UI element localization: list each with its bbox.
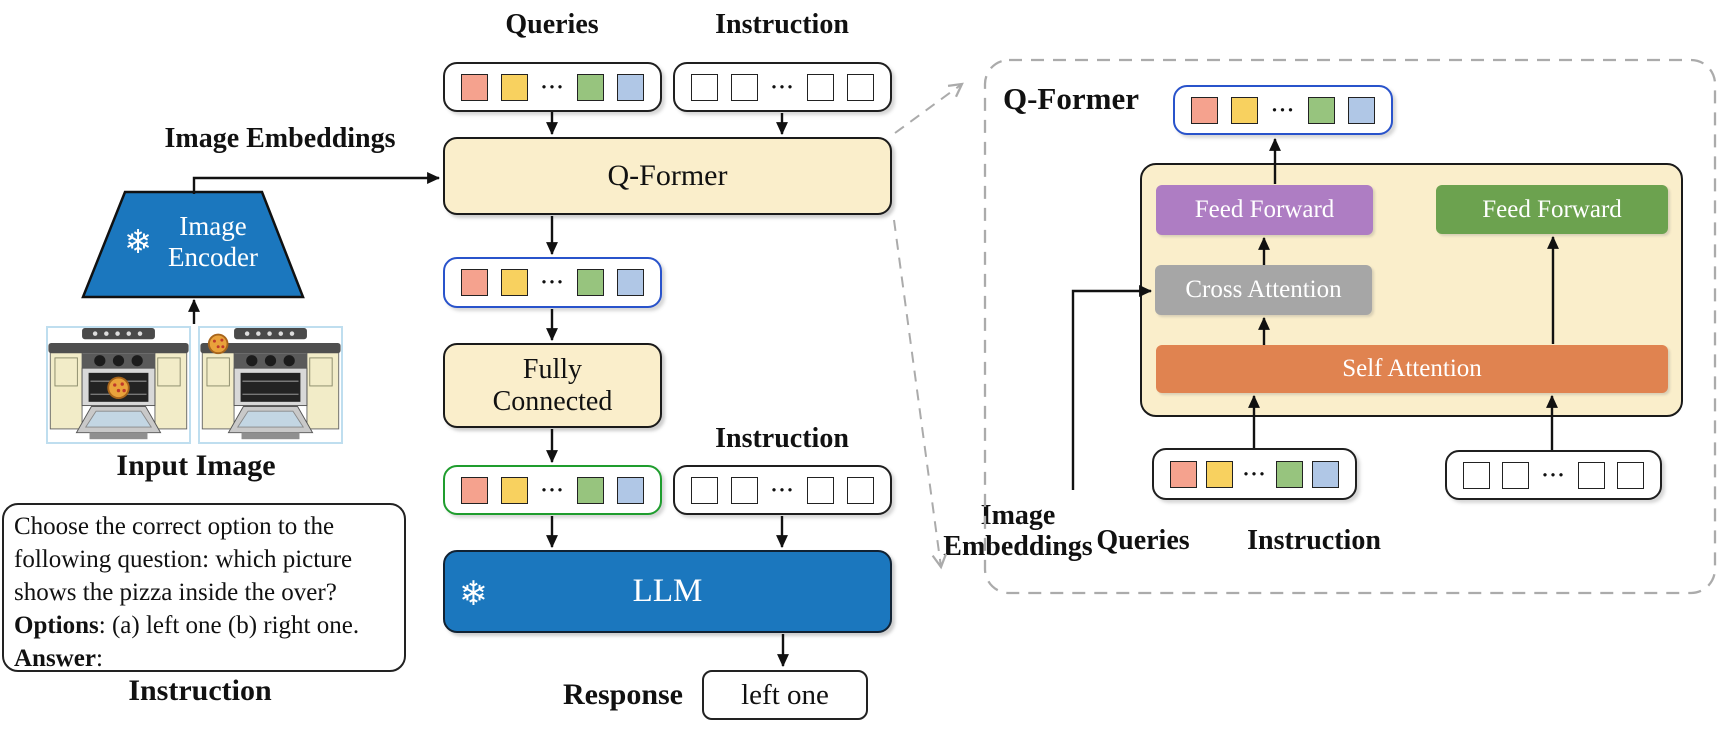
instruction-token — [1616, 461, 1644, 489]
self-attention-label: Self Attention — [1342, 355, 1482, 382]
fully-connected-line2: Connected — [492, 385, 613, 417]
options-text: : (a) left one (b) right one. — [98, 612, 360, 639]
fully-connected-box: Fully Connected — [443, 343, 662, 428]
oven-pizza-inside-illustration — [48, 328, 189, 440]
query-token — [500, 73, 528, 101]
qformer-instruction-token-row: ··· — [1445, 450, 1662, 500]
query-token — [577, 73, 605, 101]
feed-forward-left-label: Feed Forward — [1194, 196, 1335, 223]
cross-attention-box: Cross Attention — [1155, 265, 1372, 315]
instruction-token — [691, 476, 718, 504]
query-token — [500, 269, 528, 296]
instruction-token-row-top: ··· — [673, 62, 892, 112]
query-token — [577, 269, 605, 296]
instruction-line-options: Options: (a) left one (b) right one. — [14, 609, 394, 642]
instruction-token — [1463, 461, 1490, 489]
input-image-label: Input Image — [116, 449, 276, 482]
image-encoder-block: ❄ Image Encoder — [78, 189, 308, 301]
ellipsis: ··· — [540, 477, 565, 502]
instruction-token — [807, 476, 835, 504]
instruction-text-box: Choose the correct option to the followi… — [2, 503, 406, 672]
qformer-box-label: Q-Former — [607, 159, 728, 192]
ellipsis: ··· — [1541, 462, 1566, 487]
instruction-label-mid: Instruction — [715, 423, 849, 454]
feed-forward-left-box: Feed Forward — [1156, 185, 1373, 235]
qformer-panel-title: Q-Former — [1003, 81, 1139, 116]
feed-forward-right-box: Feed Forward — [1436, 185, 1668, 234]
image-embeddings-label-left: Image Embeddings — [164, 123, 396, 154]
image-encoder-line1: Image — [179, 211, 247, 241]
queries-label-top: Queries — [505, 9, 599, 40]
instruction-token-row-mid: ··· — [673, 465, 892, 515]
input-image-right — [198, 326, 343, 444]
instruction-token — [730, 73, 758, 101]
query-token — [577, 476, 605, 504]
instruction-line-answer: Answer: — [14, 642, 394, 675]
projected-token-row: ··· — [443, 465, 662, 515]
query-token — [616, 269, 644, 296]
query-token — [1170, 460, 1197, 488]
query-token — [1191, 96, 1218, 124]
query-token — [1275, 460, 1303, 488]
snowflake-icon: ❄ — [459, 574, 488, 614]
oven-pizza-on-counter-illustration — [200, 328, 341, 440]
cross-attention-label: Cross Attention — [1185, 276, 1342, 303]
ellipsis: ··· — [770, 74, 795, 99]
query-token — [500, 476, 528, 504]
instruction-line-1: Choose the correct option to the — [14, 513, 335, 540]
ellipsis: ··· — [1270, 97, 1295, 122]
instruction-token — [846, 476, 874, 504]
qformer-output-token-row: ··· — [1173, 85, 1393, 135]
instruction-token — [1577, 461, 1605, 489]
query-token — [1307, 96, 1335, 124]
image-encoder-line2: Encoder — [168, 242, 258, 272]
query-token — [616, 476, 644, 504]
fully-connected-line1: Fully — [522, 353, 583, 385]
instruction-line-2: following question: which picture — [14, 546, 353, 573]
query-token — [1230, 96, 1258, 124]
feed-forward-right-label: Feed Forward — [1482, 195, 1622, 223]
llm-box: ❄ LLM — [443, 550, 892, 633]
response-label: Response — [562, 678, 683, 711]
query-token — [1206, 460, 1234, 488]
input-image-left — [46, 326, 191, 444]
ellipsis: ··· — [540, 74, 565, 99]
llm-box-label: LLM — [632, 573, 703, 609]
queries-label-panel: Queries — [1096, 525, 1190, 556]
answer-label: Answer — [14, 645, 96, 672]
response-value-box: left one — [702, 670, 868, 720]
pizza — [207, 333, 229, 355]
instruction-token — [1502, 461, 1530, 489]
query-token — [461, 476, 488, 504]
instruction-label-panel: Instruction — [1247, 525, 1381, 556]
instruction-label-top: Instruction — [715, 9, 849, 40]
callout-connector-bottom — [893, 219, 948, 570]
query-token — [1311, 460, 1339, 488]
qformer-box: Q-Former — [443, 137, 892, 215]
instruction-token — [807, 73, 835, 101]
options-label: Options — [14, 612, 99, 639]
self-attention-box: Self Attention — [1156, 345, 1668, 393]
ellipsis: ··· — [770, 477, 795, 502]
image-encoder-label: Image Encoder — [118, 211, 308, 273]
instruction-token — [730, 476, 758, 504]
response-value: left one — [741, 678, 829, 711]
query-token — [616, 73, 644, 101]
pizza — [107, 376, 130, 400]
query-output-token-row: ··· — [443, 257, 662, 308]
instruction-line-3: shows the pizza inside the over? — [14, 579, 337, 606]
snowflake-icon: ❄ — [124, 222, 152, 261]
callout-connector-top — [894, 82, 964, 134]
instruction-token — [846, 73, 874, 101]
query-token — [461, 73, 488, 101]
instruction-label-left: Instruction — [128, 674, 272, 707]
query-token-row-top: ··· — [443, 62, 662, 112]
query-token — [461, 269, 488, 296]
query-token — [1347, 96, 1375, 124]
answer-text: : — [95, 645, 103, 672]
ellipsis: ··· — [1242, 461, 1267, 486]
ellipsis: ··· — [540, 270, 565, 294]
instruction-token — [691, 73, 718, 101]
qformer-queries-token-row: ··· — [1152, 448, 1357, 500]
